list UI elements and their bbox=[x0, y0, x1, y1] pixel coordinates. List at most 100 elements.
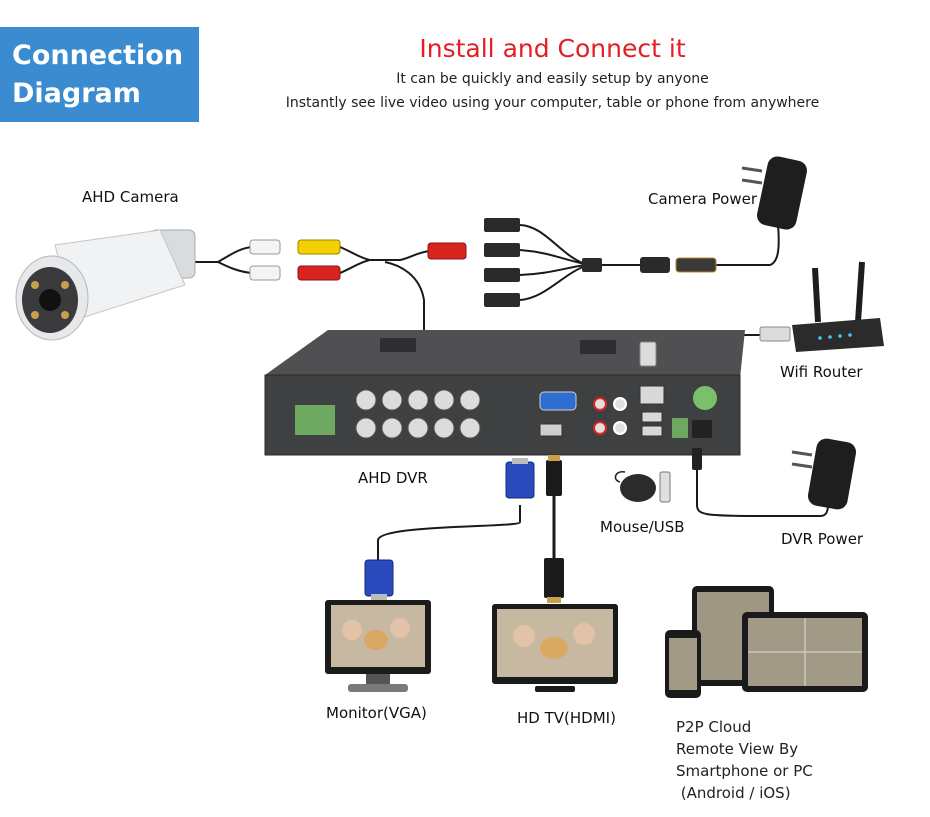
video-to-dvr-cable bbox=[384, 261, 425, 345]
monitor-neck bbox=[366, 674, 390, 684]
label-ahd-dvr: AHD DVR bbox=[358, 469, 428, 487]
adapter-pin bbox=[741, 178, 763, 185]
router-led bbox=[838, 334, 842, 338]
siamese-main-cable bbox=[370, 250, 431, 261]
splitter-plug-4 bbox=[484, 293, 520, 307]
adapter-male-plug bbox=[675, 257, 717, 273]
screen-person bbox=[390, 618, 410, 638]
audio-port bbox=[593, 397, 607, 411]
ir-led bbox=[31, 281, 39, 289]
dc-in-port bbox=[692, 420, 712, 438]
router-body bbox=[792, 318, 884, 352]
label-mouse-usb: Mouse/USB bbox=[600, 518, 685, 536]
badge-line-2: Diagram bbox=[12, 78, 141, 109]
dvr-vent bbox=[380, 338, 416, 352]
label-camera-power: Camera Power bbox=[648, 190, 757, 208]
vga-plug-bottom bbox=[364, 559, 394, 597]
splitter-plug-3 bbox=[484, 268, 520, 282]
hdmi-plug-tip bbox=[547, 597, 561, 603]
dc-plug-into-dvr bbox=[692, 448, 702, 470]
white-dc-connector bbox=[249, 265, 281, 281]
label-hdtv: HD TV(HDMI) bbox=[517, 709, 616, 727]
audio-port bbox=[613, 421, 627, 435]
lan-port bbox=[639, 385, 665, 405]
screen-dog bbox=[364, 630, 388, 650]
hdmi-port bbox=[539, 423, 563, 437]
ahd-camera-illustration bbox=[15, 229, 196, 341]
label-p2p-cloud: P2P Cloud Remote View By Smartphone or P… bbox=[676, 716, 813, 804]
vga-port bbox=[539, 391, 577, 411]
camera-power-cable bbox=[715, 224, 780, 266]
hdmi-plug-top bbox=[546, 460, 562, 496]
vga-plug-pins bbox=[512, 458, 528, 464]
splitter-branch-3 bbox=[519, 264, 586, 276]
p2p-line-2: Remote View By bbox=[676, 740, 799, 758]
tv-stand bbox=[535, 686, 575, 692]
bnc-port bbox=[355, 389, 377, 411]
dc-red-plug bbox=[427, 242, 467, 260]
page-title: Install and Connect it bbox=[419, 34, 686, 63]
power-switch bbox=[693, 386, 717, 410]
adapter-pin bbox=[741, 166, 763, 173]
label-monitor: Monitor(VGA) bbox=[326, 704, 427, 722]
mouse-usb-illustration bbox=[614, 471, 671, 503]
siamese-power-cable bbox=[339, 259, 371, 274]
smartphone-screen bbox=[669, 638, 697, 690]
vga-cable bbox=[377, 505, 521, 560]
dvr-power-cable bbox=[696, 470, 829, 517]
camera-split-upper bbox=[217, 246, 253, 263]
mouse-cord bbox=[614, 471, 626, 483]
hdtv-illustration bbox=[492, 604, 618, 692]
mouse bbox=[620, 474, 656, 502]
adapter-pin bbox=[791, 462, 813, 469]
screen-dog bbox=[540, 637, 568, 659]
dvr-vent bbox=[580, 340, 616, 354]
audio-port bbox=[593, 421, 607, 435]
white-bnc-connector bbox=[249, 239, 281, 255]
splitter-branch-1 bbox=[519, 224, 586, 265]
label-wifi-router: Wifi Router bbox=[780, 363, 863, 381]
splitter-plug-2 bbox=[484, 243, 520, 257]
camera-power-adapter bbox=[741, 156, 807, 230]
audio-port bbox=[613, 397, 627, 411]
rca-red-plug bbox=[297, 265, 341, 281]
ahd-dvr-illustration bbox=[264, 330, 745, 470]
ir-led bbox=[61, 281, 69, 289]
vga-plug-pins bbox=[371, 594, 387, 600]
vga-plug-top bbox=[505, 461, 535, 499]
label-ahd-camera: AHD Camera bbox=[82, 188, 179, 206]
subtitle-remote-view: Instantly see live video using your comp… bbox=[285, 95, 820, 111]
router-antenna-right bbox=[855, 261, 865, 323]
p2p-line-4: (Android / iOS) bbox=[676, 784, 791, 802]
bnc-port bbox=[459, 389, 481, 411]
splitter-branch-4 bbox=[519, 265, 586, 301]
ir-led bbox=[61, 311, 69, 319]
hdmi-plug-bottom bbox=[544, 558, 564, 598]
monitor-illustration bbox=[325, 600, 431, 692]
rj45-plug-into-dvr bbox=[639, 341, 657, 367]
usb-port bbox=[641, 411, 663, 423]
bnc-port bbox=[459, 417, 481, 439]
dvr-adapter-body bbox=[807, 438, 857, 510]
badge-line-1: Connection bbox=[12, 40, 184, 71]
bnc-port bbox=[433, 389, 455, 411]
bnc-port bbox=[381, 417, 403, 439]
dvr-top bbox=[265, 330, 745, 378]
splitter-female-jack bbox=[640, 257, 670, 273]
siamese-video-cable bbox=[339, 246, 371, 261]
bnc-port bbox=[407, 389, 429, 411]
splitter-plug-1 bbox=[484, 218, 520, 232]
screen-person bbox=[513, 625, 535, 647]
camera-adapter-body bbox=[757, 156, 807, 230]
monitor-stand bbox=[348, 684, 408, 692]
rca-yellow-plug bbox=[297, 239, 341, 255]
screen-person bbox=[342, 620, 362, 640]
bnc-port bbox=[407, 417, 429, 439]
router-led bbox=[818, 336, 822, 340]
vga-connectors bbox=[364, 458, 535, 600]
rj45-plug bbox=[759, 326, 791, 342]
bnc-port bbox=[381, 389, 403, 411]
bnc-port bbox=[433, 417, 455, 439]
p2p-line-1: P2P Cloud bbox=[676, 718, 752, 736]
